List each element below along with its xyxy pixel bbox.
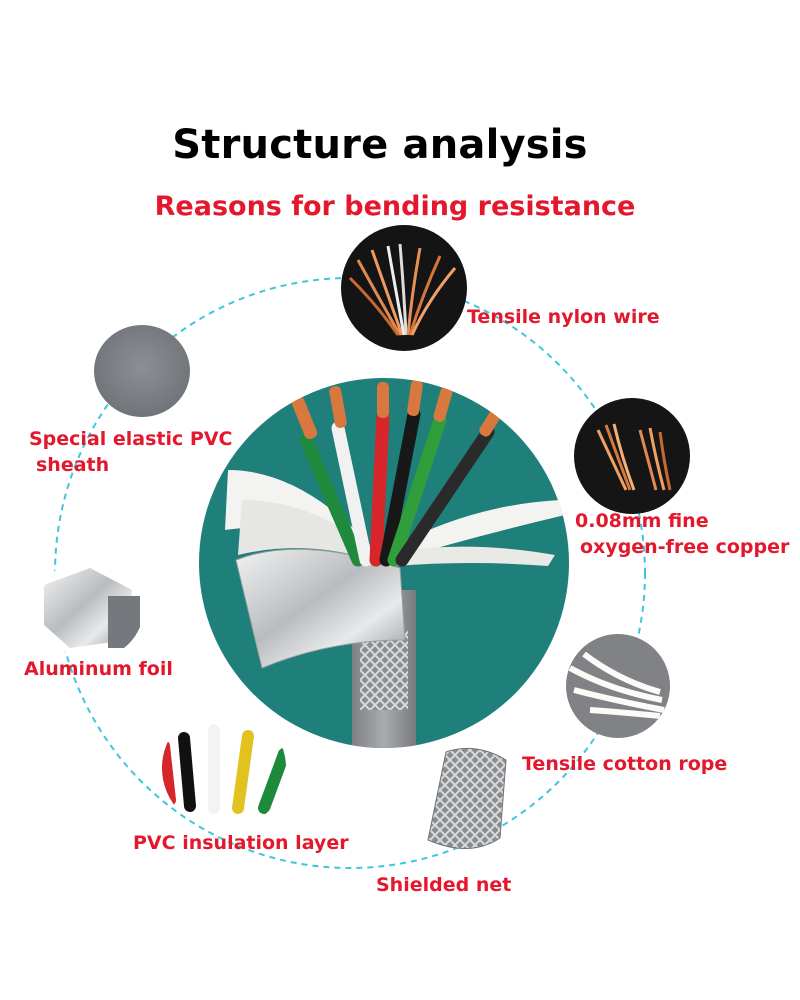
label-pvc-insulation-layer: PVC insulation layer (133, 832, 349, 854)
label-shielded-net: Shielded net (376, 874, 512, 896)
grey-sheath-icon (94, 325, 190, 417)
page-title: Structure analysis (172, 122, 588, 168)
insulated-wires-icon (162, 706, 286, 830)
braided-shield-icon (427, 747, 507, 849)
page-subtitle: Reasons for bending resistance (154, 191, 636, 222)
label-pvc-sheath-line2: sheath (36, 454, 110, 476)
label-copper-line1: 0.08mm fine (575, 510, 709, 532)
label-tensile-cotton-rope: Tensile cotton rope (522, 753, 728, 775)
fine-copper-icon (574, 398, 690, 514)
label-pvc-sheath-line1: Special elastic PVC (29, 428, 233, 450)
copper-strands-icon (341, 225, 467, 351)
cable-cross-section-icon (199, 378, 569, 748)
label-copper-line2: oxygen-free copper (580, 536, 790, 558)
label-aluminum-foil: Aluminum foil (24, 658, 173, 680)
aluminum-foil-icon (40, 555, 144, 659)
label-tensile-nylon-wire: Tensile nylon wire (467, 306, 660, 328)
cotton-rope-icon (566, 634, 670, 738)
